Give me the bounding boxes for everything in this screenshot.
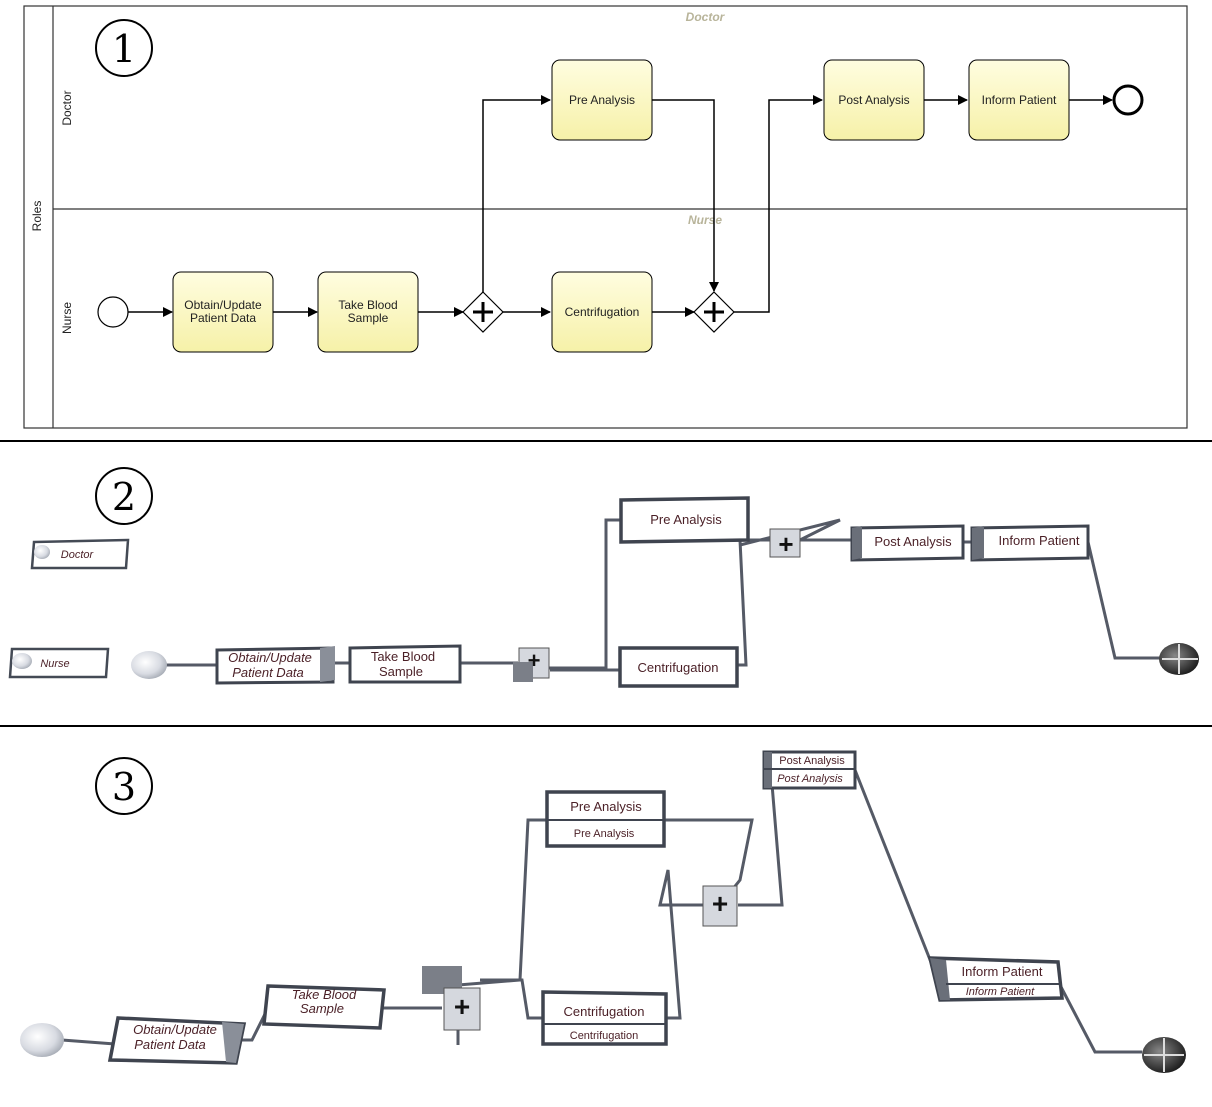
svg-text:Patient Data: Patient Data — [190, 311, 256, 325]
view3-task-inform-patient: Inform Patient Inform Patient — [927, 956, 1064, 1002]
sequence-flows — [128, 95, 1113, 317]
svg-text:Pre Analysis: Pre Analysis — [650, 512, 722, 527]
panel-number-circle-2 — [95, 467, 153, 525]
task-take-blood-sample: Take Blood Sample — [317, 271, 419, 353]
svg-text:Take Blood: Take Blood — [338, 298, 397, 312]
panel-1-bpmn: Roles Doctor Nurse Doctor Nurse 1 Obtain… — [23, 5, 1188, 429]
svg-text:Post Analysis: Post Analysis — [874, 534, 952, 549]
parallel-gateway-split — [462, 291, 504, 333]
view2-task-centrifugation: Centrifugation — [618, 646, 739, 688]
panel-number-circle-1 — [95, 19, 153, 77]
view2-role-nurse: Nurse — [8, 647, 110, 679]
view2-task-take-blood-sample: Take Blood Sample — [348, 644, 462, 684]
svg-text:Inform Patient: Inform Patient — [966, 986, 1035, 998]
svg-text:Pre Analysis: Pre Analysis — [574, 828, 635, 840]
view2-task-post-analysis: Post Analysis — [850, 524, 965, 562]
svg-text:Centrifugation: Centrifugation — [564, 1004, 645, 1019]
view2-parallel-gateway-join: + — [769, 528, 801, 559]
svg-text:Sample: Sample — [379, 664, 423, 679]
panel-3-3d-view: 3 Obtain/Update Patient Data Take Blood … — [20, 750, 1186, 1073]
svg-text:+: + — [454, 991, 470, 1022]
view2-end-event — [1159, 643, 1199, 675]
svg-text:+: + — [712, 888, 728, 919]
lane-ghost-label-doctor: Doctor — [686, 10, 726, 24]
end-event — [1112, 84, 1144, 116]
svg-text:Inform Patient: Inform Patient — [982, 93, 1057, 107]
svg-text:Doctor: Doctor — [61, 549, 95, 561]
view3-end-event — [1142, 1037, 1186, 1073]
lane-label-nurse: Nurse — [60, 302, 74, 334]
view3-task-take-blood-sample: Take Blood Sample — [262, 984, 386, 1030]
task-centrifugation: Centrifugation — [551, 271, 653, 353]
svg-text:Inform Patient: Inform Patient — [962, 964, 1043, 979]
svg-text:+: + — [528, 648, 541, 673]
svg-text:Take Blood: Take Blood — [292, 987, 357, 1002]
svg-text:+: + — [778, 529, 793, 559]
view2-start-event — [131, 651, 167, 679]
panel-number-circle-3 — [95, 757, 153, 815]
panel-number-2: 2 — [112, 475, 136, 519]
parallel-gateway-join — [693, 291, 735, 333]
svg-text:Nurse: Nurse — [40, 658, 69, 670]
view3-task-post-analysis: Post Analysis Post Analysis — [762, 750, 857, 790]
svg-text:Sample: Sample — [300, 1001, 344, 1016]
lane-ghost-label-nurse: Nurse — [688, 213, 722, 227]
svg-text:Sample: Sample — [348, 311, 389, 325]
view3-parallel-gateway-split: + — [422, 966, 481, 1031]
svg-text:Centrifugation: Centrifugation — [570, 1030, 639, 1042]
view2-task-inform-patient: Inform Patient — [970, 524, 1090, 562]
panel-number-1: 1 — [112, 27, 136, 71]
view3-parallel-gateway-join: + — [702, 885, 738, 927]
task-obtain-update-patient-data: Obtain/Update Patient Data — [172, 271, 274, 353]
svg-text:Inform Patient: Inform Patient — [999, 533, 1080, 548]
task-pre-analysis: Pre Analysis — [551, 59, 653, 141]
svg-text:Post Analysis: Post Analysis — [838, 93, 909, 107]
svg-text:Post Analysis: Post Analysis — [777, 773, 843, 785]
panel-2-3d-view: 2 Doctor Nurse — [8, 467, 1199, 688]
svg-text:Obtain/Update: Obtain/Update — [228, 650, 312, 665]
svg-text:Centrifugation: Centrifugation — [638, 660, 719, 675]
svg-text:Patient Data: Patient Data — [134, 1037, 206, 1052]
svg-text:Pre Analysis: Pre Analysis — [570, 799, 642, 814]
svg-text:Obtain/Update: Obtain/Update — [133, 1022, 217, 1037]
pool-label: Roles — [30, 201, 44, 232]
task-post-analysis: Post Analysis — [823, 59, 925, 141]
view3-task-obtain-update-patient-data: Obtain/Update Patient Data — [107, 1016, 247, 1065]
svg-text:Pre Analysis: Pre Analysis — [569, 93, 635, 107]
svg-text:Take Blood: Take Blood — [371, 649, 435, 664]
view3-start-event — [20, 1023, 64, 1057]
panel-number-3: 3 — [112, 765, 136, 809]
view2-task-obtain-update-patient-data: Obtain/Update Patient Data — [215, 646, 335, 685]
task-inform-patient: Inform Patient — [968, 59, 1070, 141]
view2-role-doctor: Doctor — [30, 538, 130, 570]
view2-parallel-gateway-split: + — [513, 647, 550, 682]
svg-text:Obtain/Update: Obtain/Update — [184, 298, 262, 312]
start-event — [97, 296, 129, 328]
svg-text:Post Analysis: Post Analysis — [779, 755, 845, 767]
view3-task-pre-analysis: Pre Analysis Pre Analysis — [545, 790, 666, 848]
view2-task-pre-analysis: Pre Analysis — [619, 496, 750, 544]
view3-task-centrifugation: Centrifugation Centrifugation — [541, 990, 668, 1046]
svg-text:Patient Data: Patient Data — [232, 665, 304, 680]
svg-text:Centrifugation: Centrifugation — [565, 305, 640, 319]
lane-label-doctor: Doctor — [60, 90, 74, 125]
